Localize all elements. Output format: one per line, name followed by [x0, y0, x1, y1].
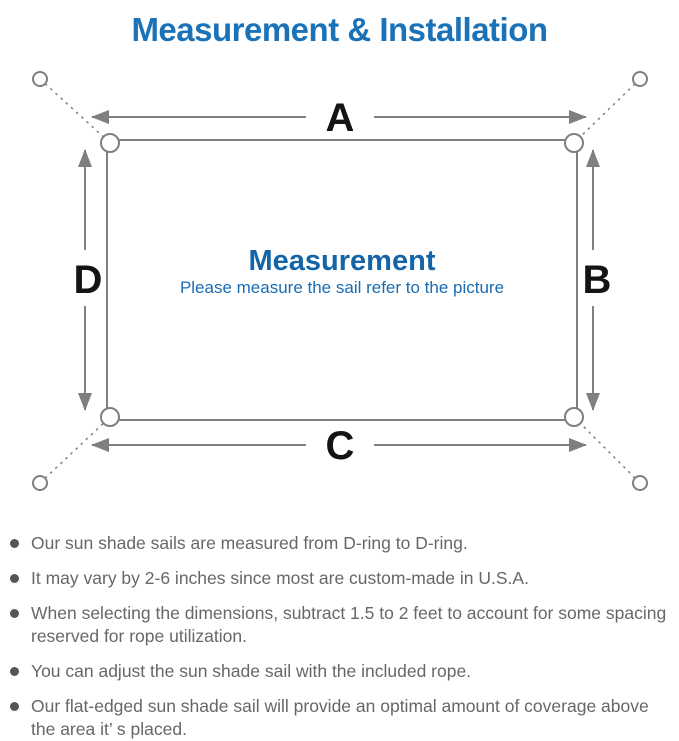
d-ring-icon: [100, 407, 120, 427]
bullet-icon: [10, 574, 19, 583]
anchor-point-icon: [32, 71, 48, 87]
note-text: Our flat-edged sun shade sail will provi…: [31, 696, 649, 739]
measurement-diagram: A C D B Measurement Please measure the s…: [32, 71, 648, 491]
d-ring-icon: [100, 133, 120, 153]
anchor-point-icon: [632, 71, 648, 87]
rope-dash-bottom-left: [39, 418, 109, 484]
dim-label-c: C: [326, 424, 355, 468]
note-item: Our flat-edged sun shade sail will provi…: [10, 695, 667, 741]
note-item: It may vary by 2-6 inches since most are…: [10, 567, 667, 590]
note-text: It may vary by 2-6 inches since most are…: [31, 568, 529, 588]
rope-dash-bottom-right: [575, 418, 641, 484]
anchor-point-icon: [32, 475, 48, 491]
rope-dash-top-left: [39, 78, 109, 142]
note-item: You can adjust the sun shade sail with t…: [10, 660, 667, 683]
header: Measurement & Installation: [0, 0, 679, 60]
dim-label-d: D: [74, 258, 103, 302]
dim-label-a: A: [326, 96, 355, 140]
note-text: You can adjust the sun shade sail with t…: [31, 661, 472, 681]
bullet-icon: [10, 609, 19, 618]
bullet-icon: [10, 702, 19, 711]
anchor-point-icon: [632, 475, 648, 491]
note-text: When selecting the dimensions, subtract …: [31, 603, 667, 646]
page-title: Measurement & Installation: [131, 11, 548, 48]
diagram-center-title: Measurement: [249, 245, 436, 277]
notes-list: Our sun shade sails are measured from D-…: [0, 532, 679, 741]
dim-label-b: B: [583, 258, 612, 302]
bullet-icon: [10, 539, 19, 548]
rope-dash-top-right: [575, 78, 641, 142]
shade-sail-outline: [106, 139, 578, 421]
d-ring-icon: [564, 407, 584, 427]
note-item: When selecting the dimensions, subtract …: [10, 602, 667, 648]
d-ring-icon: [564, 133, 584, 153]
diagram-center-subtitle: Please measure the sail refer to the pic…: [180, 278, 504, 297]
note-item: Our sun shade sails are measured from D-…: [10, 532, 667, 555]
bullet-icon: [10, 667, 19, 676]
note-text: Our sun shade sails are measured from D-…: [31, 533, 468, 553]
